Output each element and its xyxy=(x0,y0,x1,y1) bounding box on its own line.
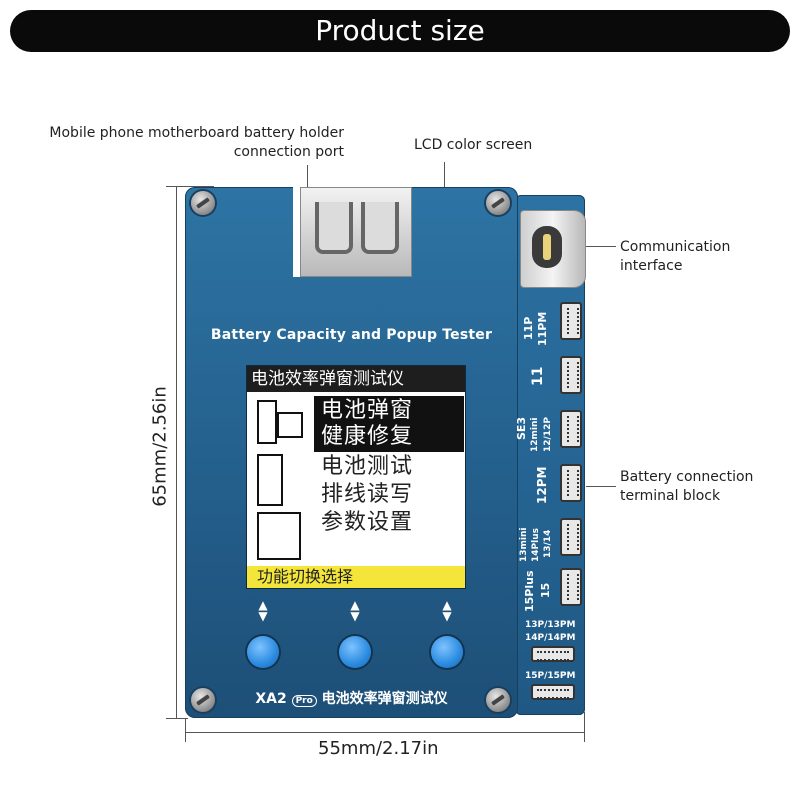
connector-11p xyxy=(560,302,582,340)
brand-name: XA2 xyxy=(255,691,287,707)
connector-label: 12PM xyxy=(535,466,549,504)
lcd-selection-highlight xyxy=(314,396,464,452)
connector-label: 11 xyxy=(530,366,546,386)
callout-comm: Communication interface xyxy=(620,239,731,274)
battery-small-icon xyxy=(277,412,303,438)
connector-label: 13mini xyxy=(519,527,529,562)
connector-15p xyxy=(531,684,575,700)
connector-label: 15 xyxy=(539,582,552,598)
callout-battery: Battery connection terminal block xyxy=(620,469,754,504)
lcd-menu-item: 电池测试 xyxy=(321,454,414,479)
connector-label: 13P/13PM xyxy=(525,620,576,630)
arrow-up-down-icon: ▲▼ xyxy=(258,598,268,623)
leader-battery xyxy=(586,486,616,487)
connector-13mini xyxy=(560,518,582,556)
brand-cn: 电池效率弹窗测试仪 xyxy=(321,691,448,707)
callout-port-text: Mobile phone motherboard battery holder … xyxy=(49,125,344,160)
button-right[interactable] xyxy=(431,636,463,668)
connector-label: SE3 xyxy=(515,416,528,440)
lcd-menu-item: 参数设置 xyxy=(321,510,414,535)
device-brand: XA2 Pro 电池效率弹窗测试仪 xyxy=(185,688,518,708)
dim-line-horizontal xyxy=(185,732,585,733)
callout-lcd: LCD color screen xyxy=(414,137,533,153)
settings-icon xyxy=(257,512,301,560)
connector-label: 13/14 xyxy=(543,529,553,558)
connector-label: 12mini xyxy=(530,417,540,452)
device-title: Battery Capacity and Popup Tester xyxy=(210,327,493,343)
connector-12pm xyxy=(560,464,582,502)
width-dimension-label: 55mm/2.17in xyxy=(318,738,439,759)
screw-bottom-left xyxy=(191,688,215,712)
lcd-menu-item: 电池弹窗 xyxy=(321,398,414,423)
screw-bottom-right xyxy=(486,688,510,712)
callout-port: Mobile phone motherboard battery holder … xyxy=(32,124,344,162)
dim-tick-right xyxy=(584,712,585,742)
connector-label: 15P/15PM xyxy=(525,671,576,681)
connector-label: 11PM xyxy=(536,311,549,346)
arrow-up-down-icon: ▲▼ xyxy=(350,598,360,623)
connector-se3 xyxy=(560,410,582,448)
connector-13p xyxy=(531,646,575,662)
connector-label: 14Plus xyxy=(531,528,541,562)
connector-label: 15Plus xyxy=(523,570,536,612)
lcd-header: 电池效率弹窗测试仪 xyxy=(247,366,465,392)
connector-label: 12/12P xyxy=(543,417,553,452)
screw-top-right xyxy=(486,191,510,215)
dim-tick-bottom xyxy=(166,718,188,719)
brand-badge: Pro xyxy=(291,695,317,707)
dim-tick-left xyxy=(185,718,186,742)
battery-test-icon xyxy=(257,454,283,506)
page-title-banner: Product size xyxy=(10,10,790,52)
connector-11 xyxy=(560,356,582,394)
port-pin-left xyxy=(315,202,353,254)
arrow-up-down-icon: ▲▼ xyxy=(442,598,452,623)
leader-port xyxy=(307,165,308,195)
height-dimension-label: 65mm/2.56in xyxy=(149,386,171,507)
dim-line-vertical xyxy=(176,187,177,718)
button-left[interactable] xyxy=(247,636,279,668)
dim-tick-top xyxy=(166,186,214,187)
usb-c-tongue xyxy=(543,234,551,260)
leader-comm xyxy=(584,246,616,247)
battery-popup-icon xyxy=(257,400,277,444)
screw-top-left xyxy=(191,191,215,215)
battery-holder-port xyxy=(300,187,412,277)
lcd-footer: 功能切换选择 xyxy=(247,566,465,588)
connector-label: 11P xyxy=(522,316,535,340)
connector-label: 14P/14PM xyxy=(525,633,576,643)
connector-15plus xyxy=(560,568,582,606)
button-middle[interactable] xyxy=(339,636,371,668)
lcd-menu-item: 健康修复 xyxy=(321,424,414,449)
port-pin-right xyxy=(361,202,399,254)
lcd-menu-item: 排线读写 xyxy=(321,482,414,507)
lcd-screen: 电池效率弹窗测试仪 电池弹窗 健康修复 电池测试 排线读写 参数设置 功能切换选… xyxy=(246,365,466,589)
